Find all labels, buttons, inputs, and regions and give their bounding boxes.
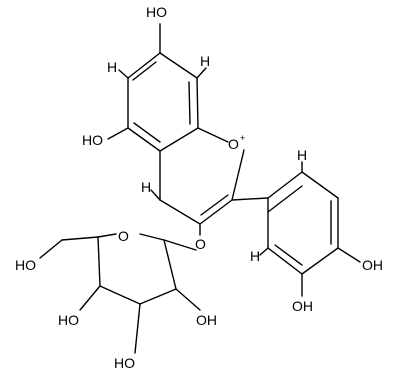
label-oh-5: HO — [82, 132, 103, 148]
label-h-ring-b-top: H — [297, 147, 307, 163]
label-oh-ch2: HO — [15, 257, 36, 273]
label-o-3: O — [195, 236, 206, 252]
label-h-ring-b-left: H — [250, 248, 260, 264]
bond-layer — [39, 23, 361, 354]
label-oh-4p: OH — [362, 257, 383, 273]
label-h-ring-a-left: H — [107, 59, 117, 75]
label-o-plus: O — [228, 136, 239, 152]
atom-label-layer: HO H H HO O + H H H OH OH O O HO HO OH H… — [15, 4, 383, 371]
label-o-plus-charge: + — [240, 133, 245, 143]
label-oh-top: HO — [146, 4, 167, 20]
label-o-sugar: O — [118, 228, 129, 244]
label-oh-sugar-3: HO — [114, 355, 135, 371]
label-oh-sugar-4: HO — [58, 312, 79, 328]
label-oh-sugar-2: OH — [196, 312, 217, 328]
label-h-ring-a-top: H — [200, 53, 210, 69]
label-h-ring-c: H — [141, 179, 151, 195]
label-oh-3p: OH — [292, 298, 313, 314]
